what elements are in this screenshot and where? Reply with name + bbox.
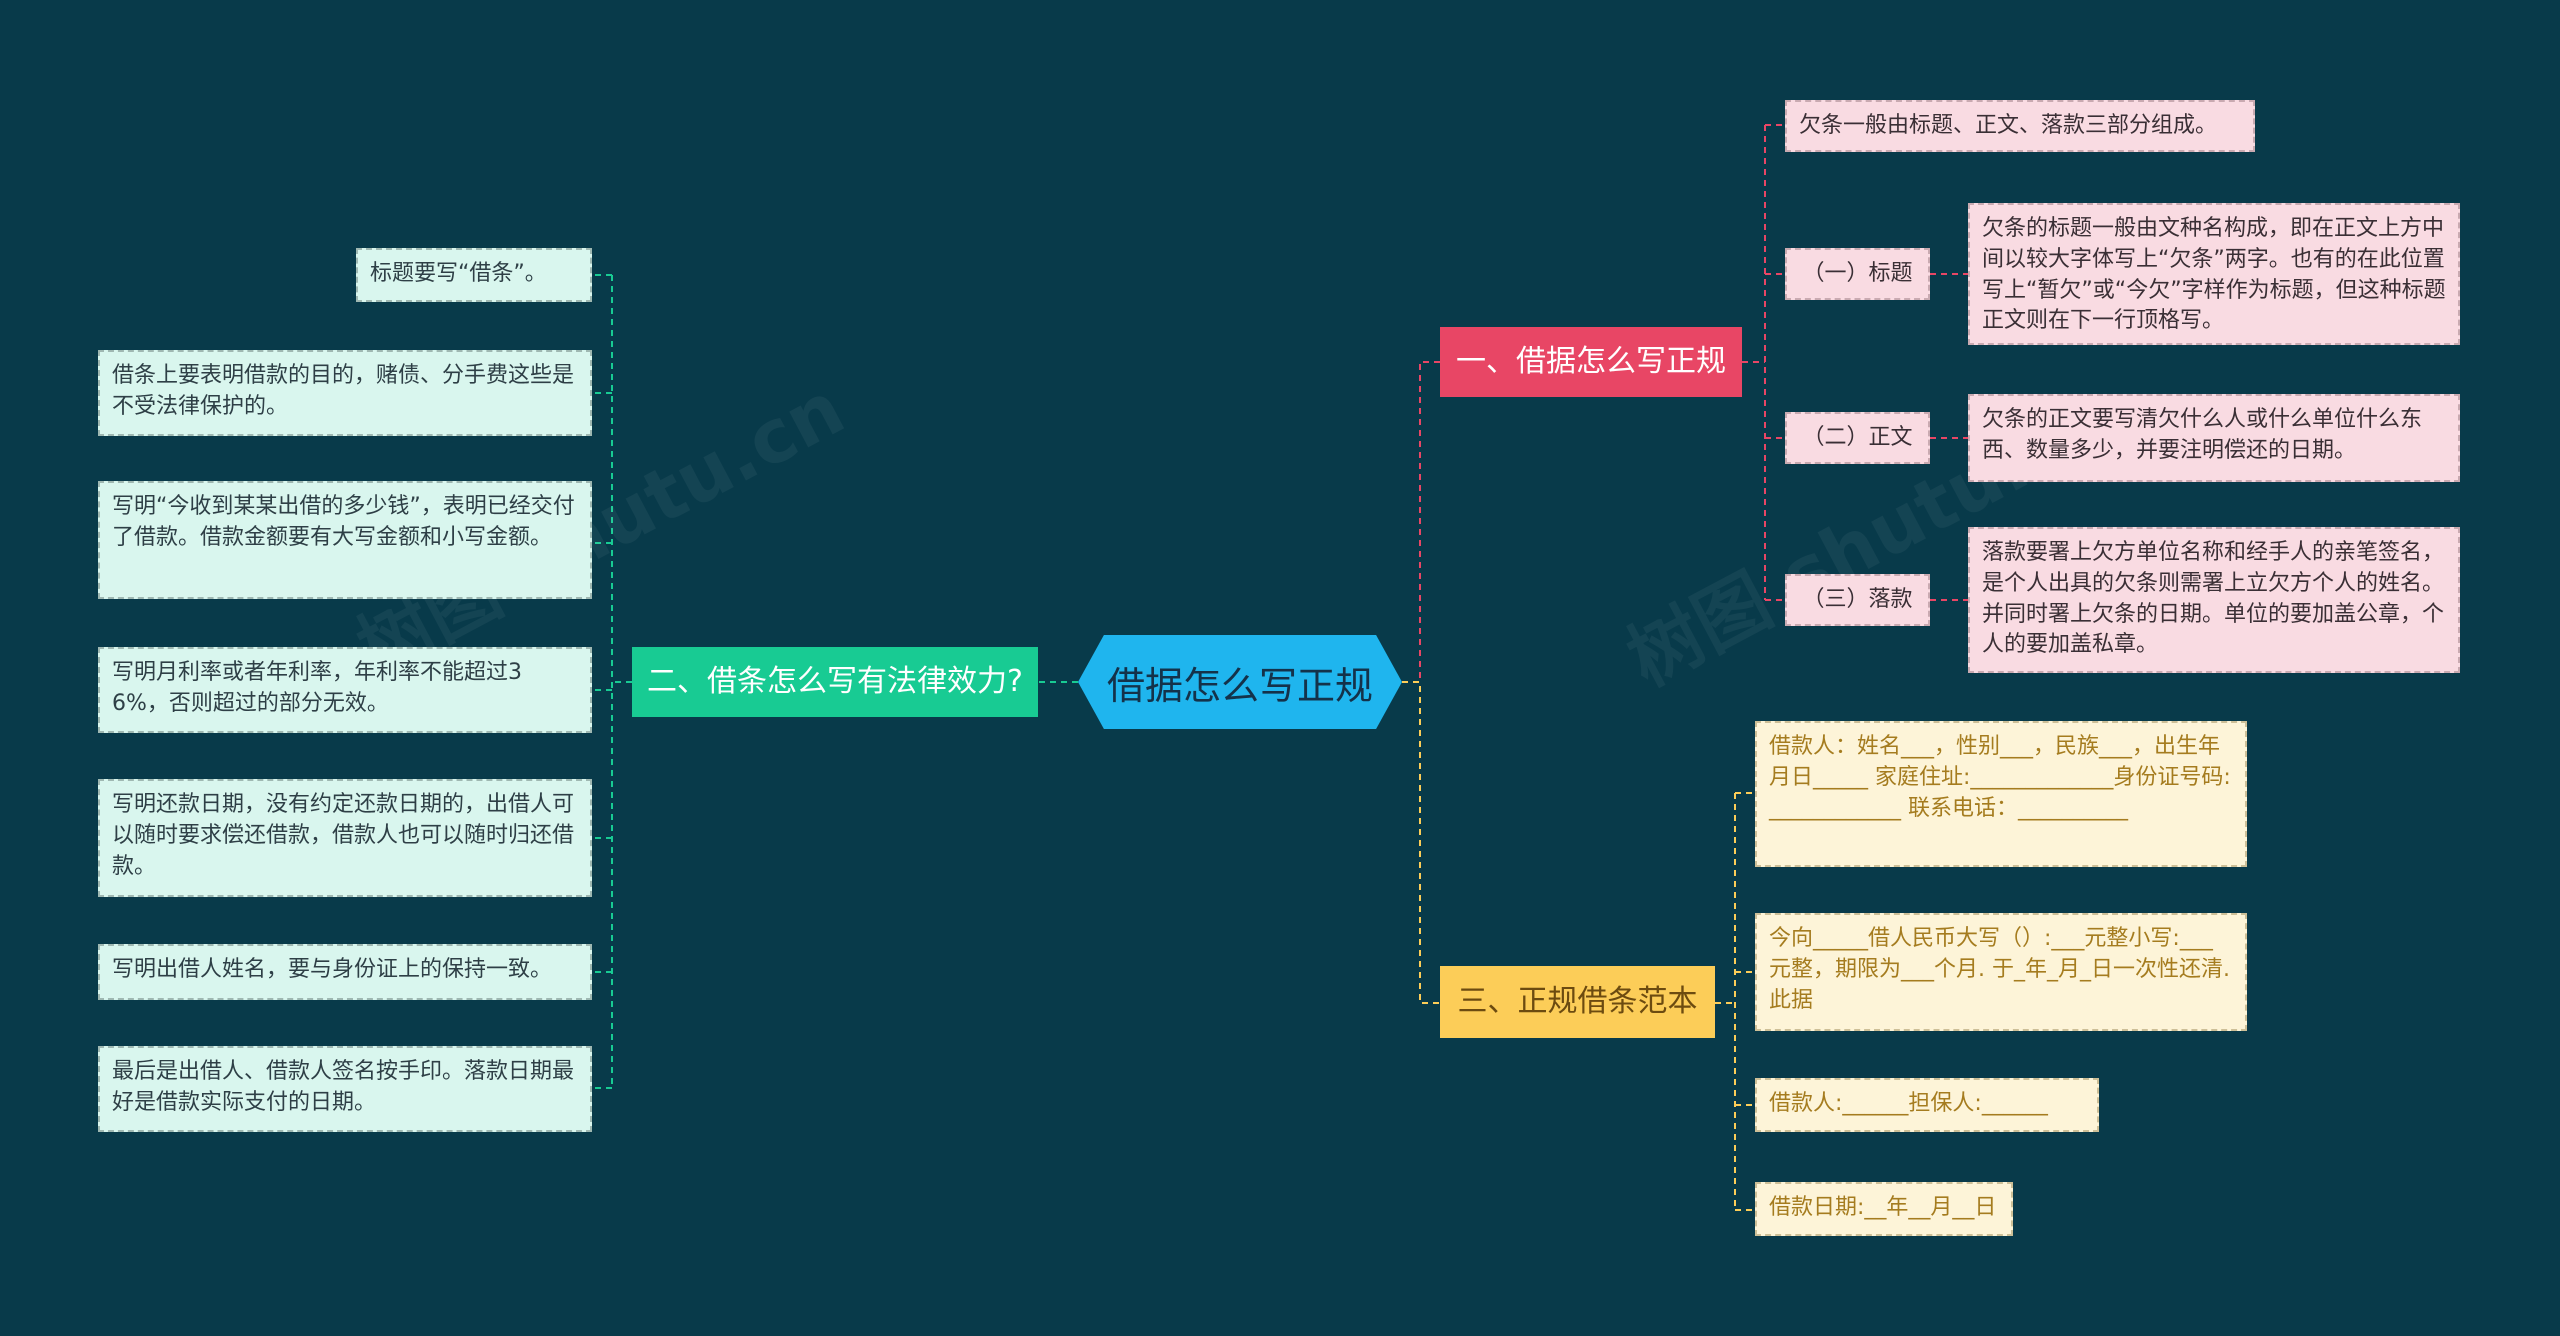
template-signatures[interactable]: 借款人:______担保人:______ [1755,1078,2099,1132]
connector-b3-trunk [1715,793,1736,1210]
center-node[interactable]: 借据怎么写正规 [1078,635,1402,729]
leaf-purpose-rule[interactable]: 借条上要表明借款的目的，赌债、分手费这些是不受法律保护的。 [98,350,592,436]
detail-signature-section[interactable]: 落款要署上欠方单位名称和经手人的亲笔签名，是个人出具的欠条则需署上立欠方个人的姓… [1968,527,2460,673]
template-borrower-info[interactable]: 借款人：姓名___，性别___，民族___，出生年月日_____ 家庭住址:__… [1755,721,2247,867]
leaf-amount-rule[interactable]: 写明“今收到某某出借的多少钱”，表明已经交付了借款。借款金额要有大写金额和小写金… [98,481,592,599]
leaf-structure-intro[interactable]: 欠条一般由标题、正文、落款三部分组成。 [1785,100,2255,152]
detail-body-section[interactable]: 欠条的正文要写清欠什么人或什么单位什么东西、数量多少，并要注明偿还的日期。 [1968,394,2460,482]
branch-template[interactable]: 三、正规借条范本 [1440,966,1715,1038]
template-loan-date[interactable]: 借款日期:__年__月__日 [1755,1182,2013,1236]
connector-center-b3 [1402,681,1440,1004]
branch-how-to-write[interactable]: 一、借据怎么写正规 [1440,327,1742,397]
connector-b2-trunk [611,275,632,1088]
branch-legal-validity[interactable]: 二、借条怎么写有法律效力? [632,647,1038,717]
detail-title-section[interactable]: 欠条的标题一般由文种名构成，即在正文上方中间以较大字体写上“欠条”两字。也有的在… [1968,203,2460,345]
leaf-lender-name-rule[interactable]: 写明出借人姓名，要与身份证上的保持一致。 [98,944,592,1000]
connector-b1-trunk [1742,125,1766,600]
sub-signature-section[interactable]: （三）落款 [1785,574,1930,626]
connector-center-b1 [1402,361,1440,683]
leaf-title-rule[interactable]: 标题要写“借条”。 [356,248,592,302]
leaf-interest-rule[interactable]: 写明月利率或者年利率，年利率不能超过36%，否则超过的部分无效。 [98,647,592,733]
leaf-signature-rule[interactable]: 最后是出借人、借款人签名按手印。落款日期最好是借款实际支付的日期。 [98,1046,592,1132]
sub-title-section[interactable]: （一）标题 [1785,248,1930,300]
sub-body-section[interactable]: （二）正文 [1785,412,1930,464]
template-loan-amount[interactable]: 今向_____借人民币大写（）:___元整小写:___元整，期限为___个月. … [1755,913,2247,1031]
leaf-repayment-rule[interactable]: 写明还款日期，没有约定还款日期的，出借人可以随时要求偿还借款，借款人也可以随时归… [98,779,592,897]
